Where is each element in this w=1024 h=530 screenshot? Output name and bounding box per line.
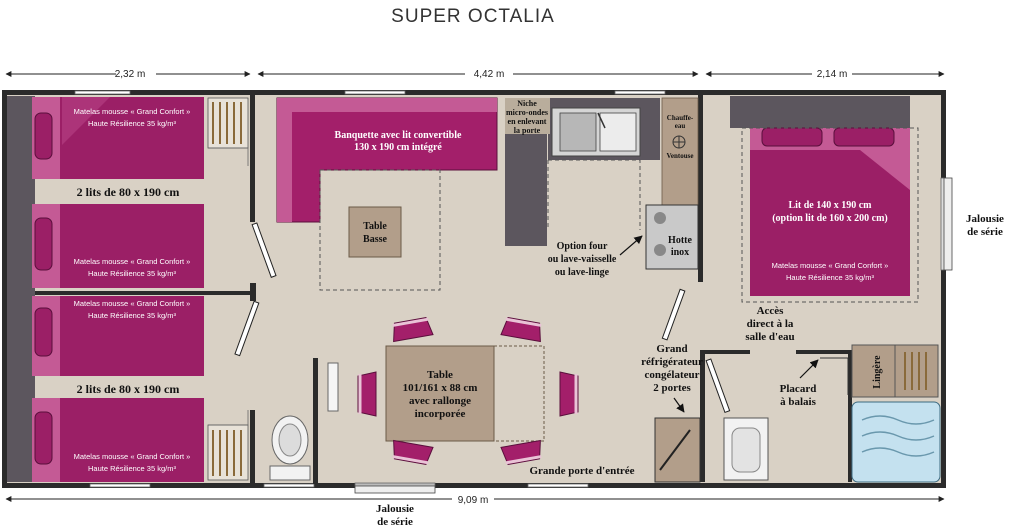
sofa-label-2: 130 x 190 cm intégré [354,142,442,153]
dim-total: 9,09 m [458,495,489,506]
radiator [327,362,339,412]
mattress-note-1b: Haute Résilience 35 kg/m³ [88,119,176,128]
fridge-arrow [673,397,685,413]
fridge-label-1: Grand [656,343,687,355]
plan-title: SUPER OCTALIA [391,6,555,27]
mattress-note-2b: Haute Résilience 35 kg/m³ [88,269,176,278]
bathroom [723,344,941,483]
right-shutter [943,177,953,271]
access-label-2: direct à la [747,318,794,330]
option-label-1: Option four [557,241,608,252]
niche-label-4: la porte [514,126,541,135]
bottom-shutter [354,485,436,494]
master-bed-label-1: Lit de 140 x 190 cm [788,200,872,211]
windows [74,90,947,489]
fridge-label-3: congélateur [645,369,700,381]
coffee-table-label-1: Table [363,221,387,232]
niche-label-3: en enlevant [508,117,547,126]
master-bedroom [730,96,919,303]
dining-label-4: incorporée [415,408,466,420]
twin-bedrooms [7,96,249,482]
linen-label: Lingère [872,355,883,389]
mattress-note-3a: Matelas mousse « Grand Confort » [74,299,191,308]
option-arrow [619,235,643,256]
right-shutter-label-1: Jalousie [966,213,1004,225]
bottom-shutter-label-1: Jalousie [376,503,414,515]
kitchen [505,97,699,270]
mattress-note-3b: Haute Résilience 35 kg/m³ [88,311,176,320]
broom-label-2: à balais [780,396,816,408]
toilet [269,415,311,481]
mattress-note-2a: Matelas mousse « Grand Confort » [74,257,191,266]
hood-label-2: inox [671,247,689,258]
fridge [654,417,701,483]
master-mattress-1: Matelas mousse « Grand Confort » [772,261,889,270]
dining-label-2: 101/161 x 88 cm [403,382,478,394]
fridge-label-4: 2 portes [653,382,691,394]
right-shutter-label-2: de série [967,226,1003,238]
twin-beds-label-bottom: 2 lits de 80 x 190 cm [77,382,180,396]
living-room [276,97,545,442]
niche-label-1: Niche [517,99,537,108]
broom-arrow [799,359,819,379]
option-label-3: ou lave-linge [555,267,610,278]
vent-label: Ventouse [667,152,694,160]
entrance-label: Grande porte d'entrée [529,465,634,477]
dim-left: 2,32 m [115,69,146,80]
mattress-note-4b: Haute Résilience 35 kg/m³ [88,464,176,473]
mattress-note-1a: Matelas mousse « Grand Confort » [74,107,191,116]
heater-label-1: Chauffe- [667,114,694,122]
bath-door [705,358,731,414]
bottom-shutter-label-2: de série [377,516,413,528]
dining-label-1: Table [427,369,453,381]
broom-label-1: Placard [780,383,817,395]
master-bed-label-2: (option lit de 160 x 200 cm) [772,213,888,224]
coffee-table-label-2: Basse [363,234,387,245]
interior-walls [6,92,856,486]
dim-right: 2,14 m [817,69,848,80]
option-label-2: ou lave-vaisselle [548,254,617,265]
exterior-walls [2,90,946,488]
fridge-label-2: réfrigérateur [641,356,703,368]
dim-middle: 4,42 m [474,69,505,80]
twin-beds-label-top: 2 lits de 80 x 190 cm [77,185,180,199]
access-label-3: salle d'eau [745,331,794,343]
hood-label-1: Hotte [668,235,692,246]
dining-label-3: avec rallonge [409,395,471,407]
niche-label-2: micro-ondes [506,108,548,117]
master-door [661,288,686,341]
sofa-label-1: Banquette avec lit convertible [335,130,462,141]
heater-label-2: eau [675,122,686,130]
master-mattress-2: Haute Résilience 35 kg/m³ [786,273,874,282]
dining-chairs [357,316,579,466]
access-label-1: Accès [757,305,785,317]
mattress-note-4a: Matelas mousse « Grand Confort » [74,452,191,461]
bedroom-doors [234,222,277,357]
